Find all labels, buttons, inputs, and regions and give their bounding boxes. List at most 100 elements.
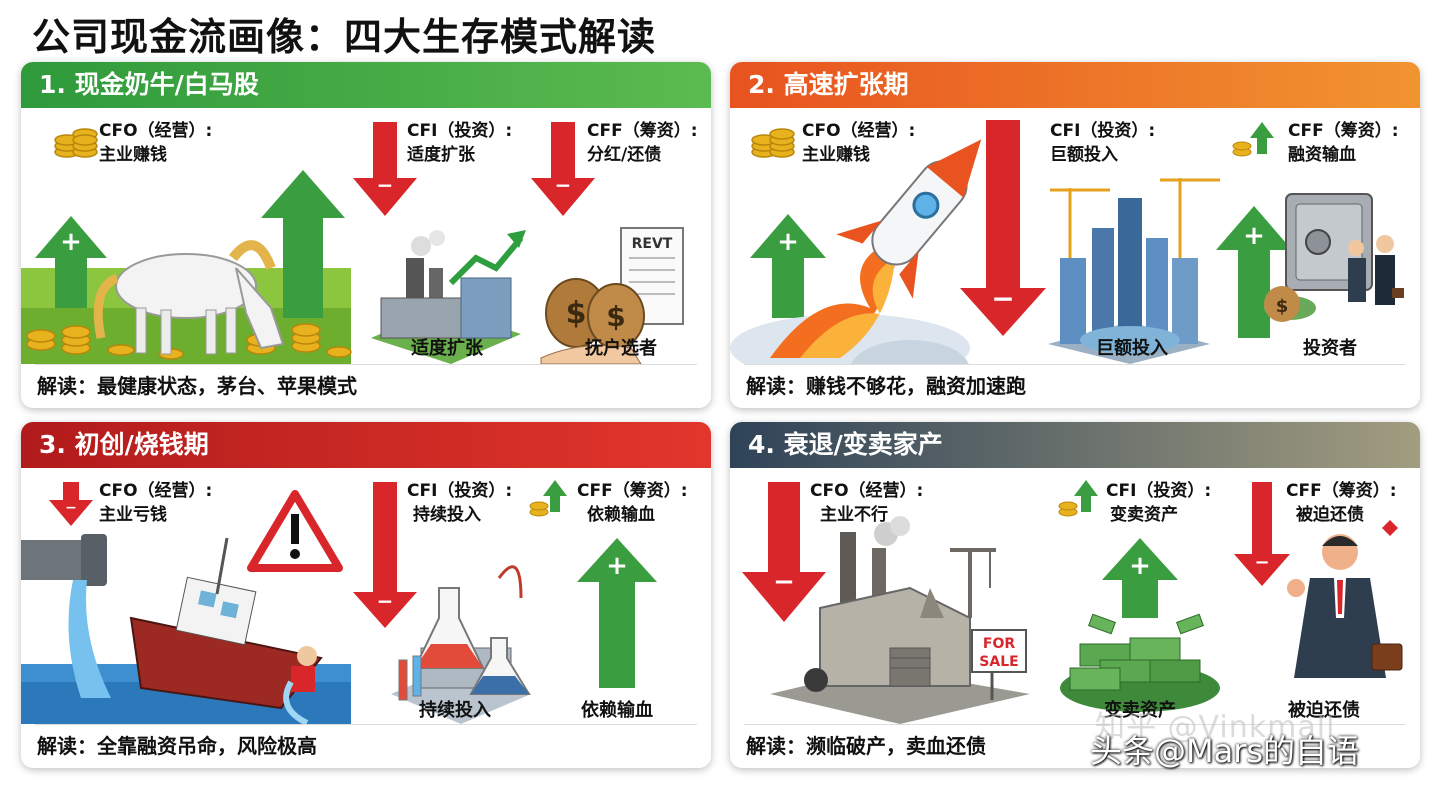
divider xyxy=(744,364,1406,365)
cfi-down-arrow-icon: − xyxy=(353,482,417,628)
cash-pile-icon xyxy=(1060,613,1220,712)
cfi-caption: 适度扩张 xyxy=(411,338,483,359)
cff-caption: 投资者 xyxy=(1303,338,1357,359)
coin-stack-icon xyxy=(54,128,98,158)
svg-text:+: + xyxy=(1243,221,1265,251)
coin-stack-icon xyxy=(751,128,795,158)
cff-title: CFF（筹资）: xyxy=(1288,121,1399,141)
svg-text:$: $ xyxy=(1276,296,1289,317)
warning-icon xyxy=(247,490,343,572)
cfi-desc: 持续投入 xyxy=(413,505,481,525)
cfo-desc: 主业赚钱 xyxy=(802,145,870,165)
big-up-arrow-icon xyxy=(261,170,345,318)
cfi-title: CFI（投资）: xyxy=(407,481,513,501)
card-header: 1. 现金奶牛/白马股 xyxy=(21,62,711,108)
svg-text:SALE: SALE xyxy=(979,654,1018,670)
cff-desc: 依赖输血 xyxy=(587,505,655,525)
cfi-small-up-arrow-icon xyxy=(1058,480,1098,517)
interpretation: 解读：濒临破产，卖血还债 xyxy=(746,734,986,758)
cff-down-arrow-icon: − xyxy=(1234,482,1290,586)
cff-title: CFF（筹资）: xyxy=(577,481,688,501)
cfo-desc: 主业亏钱 xyxy=(99,505,167,525)
cff-desc: 融资输血 xyxy=(1288,145,1356,165)
card-startup-burn: 3. 初创/烧钱期 − xyxy=(21,422,711,768)
interpretation: 解读：最健康状态，茅台、苹果模式 xyxy=(37,374,357,398)
cfi-caption: 巨额投入 xyxy=(1096,338,1168,359)
ruined-factory-icon: FOR SALE xyxy=(770,516,1030,724)
cff-desc: 被迫还债 xyxy=(1296,505,1364,525)
receipt-text: REVT xyxy=(632,236,673,252)
divider xyxy=(744,724,1406,725)
cfo-down-arrow-icon: − xyxy=(49,482,93,526)
cff-caption: 依赖输血 xyxy=(581,700,653,721)
white-horse-icon xyxy=(93,240,285,355)
svg-text:+: + xyxy=(60,227,82,257)
cff-caption: 被迫还债 xyxy=(1288,700,1360,721)
cfi-desc: 变卖资产 xyxy=(1110,505,1178,525)
interpretation: 解读：全靠融资吊命，风险极高 xyxy=(37,734,317,758)
faded-watermark: 知乎 @Vinkmall xyxy=(1095,710,1336,745)
cff-title: CFF（筹资）: xyxy=(1286,481,1397,501)
cfi-up-arrow-icon: + xyxy=(1102,538,1178,618)
card-illustration: + − xyxy=(730,120,1404,364)
card-header: 4. 衰退/变卖家产 xyxy=(730,422,1420,468)
cff-desc: 分红/还债 xyxy=(587,145,662,165)
cfo-title: CFO（经营）: xyxy=(99,481,213,501)
svg-text:+: + xyxy=(606,551,628,581)
card-cash-cow: 1. 现金奶牛/白马股 + xyxy=(21,62,711,408)
cfi-down-arrow-icon: − xyxy=(960,120,1046,336)
cfo-desc: 主业赚钱 xyxy=(99,145,167,165)
card-illustration: − FOR SALE xyxy=(742,480,1403,724)
cfo-up-arrow-icon: + xyxy=(35,216,107,308)
cfi-title: CFI（投资）: xyxy=(407,121,513,141)
cfo-title: CFO（经营）: xyxy=(810,481,924,501)
card-header: 2. 高速扩张期 xyxy=(730,62,1420,108)
sinking-boat-icon xyxy=(129,537,323,724)
cfi-down-arrow-icon: − xyxy=(353,122,417,216)
stressed-businessman-icon xyxy=(1287,520,1403,678)
svg-text:−: − xyxy=(65,500,77,516)
svg-text:−: − xyxy=(773,567,795,597)
cff-small-up-arrow-icon xyxy=(529,480,567,517)
cfi-caption: 变卖资产 xyxy=(1104,700,1176,721)
lab-flask-icon xyxy=(391,565,531,724)
page-title: 公司现金流画像：四大生存模式解读 xyxy=(32,15,657,59)
svg-text:$: $ xyxy=(606,300,625,333)
svg-text:+: + xyxy=(777,227,799,257)
card-high-growth: 2. 高速扩张期 + − xyxy=(730,62,1420,408)
card-header: 3. 初创/烧钱期 xyxy=(21,422,711,468)
card-illustration: + − xyxy=(21,122,684,364)
svg-text:−: − xyxy=(991,282,1014,315)
svg-text:−: − xyxy=(555,173,572,197)
factory-icon xyxy=(371,230,526,364)
cff-down-arrow-icon: − xyxy=(531,122,595,216)
leaking-pipe-icon xyxy=(21,534,111,698)
cfo-up-arrow-icon: + xyxy=(750,214,826,318)
svg-text:−: − xyxy=(377,173,394,197)
card-decline: 4. 衰退/变卖家产 − FOR SALE xyxy=(730,422,1420,768)
cfi-caption: 持续投入 xyxy=(419,700,491,721)
svg-text:−: − xyxy=(1254,552,1269,573)
divider xyxy=(35,364,697,365)
cff-caption: 抚户选者 xyxy=(585,338,657,359)
cff-up-arrow-icon: + xyxy=(1216,206,1292,338)
cfi-desc: 巨额投入 xyxy=(1050,145,1118,165)
coin-pile-icon xyxy=(26,323,352,360)
svg-text:+: + xyxy=(1129,551,1151,581)
cff-title: CFF（筹资）: xyxy=(587,121,698,141)
cfi-desc: 适度扩张 xyxy=(407,145,475,165)
cff-small-up-arrow-icon xyxy=(1232,122,1274,157)
rocket-icon xyxy=(730,139,982,364)
svg-text:−: − xyxy=(377,589,394,613)
svg-text:$: $ xyxy=(566,296,587,331)
for-sale-sign-text: FOR xyxy=(983,636,1015,652)
investors-icon xyxy=(1348,235,1404,305)
interpretation: 解读：赚钱不够花，融资加速跑 xyxy=(746,374,1026,398)
cfo-desc: 主业不行 xyxy=(820,505,888,525)
cfi-title: CFI（投资）: xyxy=(1106,481,1212,501)
cfo-down-arrow-icon: − xyxy=(742,482,826,622)
author-watermark: 头条@Mars的自语 xyxy=(1090,732,1360,770)
cfo-title: CFO（经营）: xyxy=(802,121,916,141)
card-illustration: − − xyxy=(21,480,657,724)
city-skyline-icon xyxy=(1048,178,1220,364)
